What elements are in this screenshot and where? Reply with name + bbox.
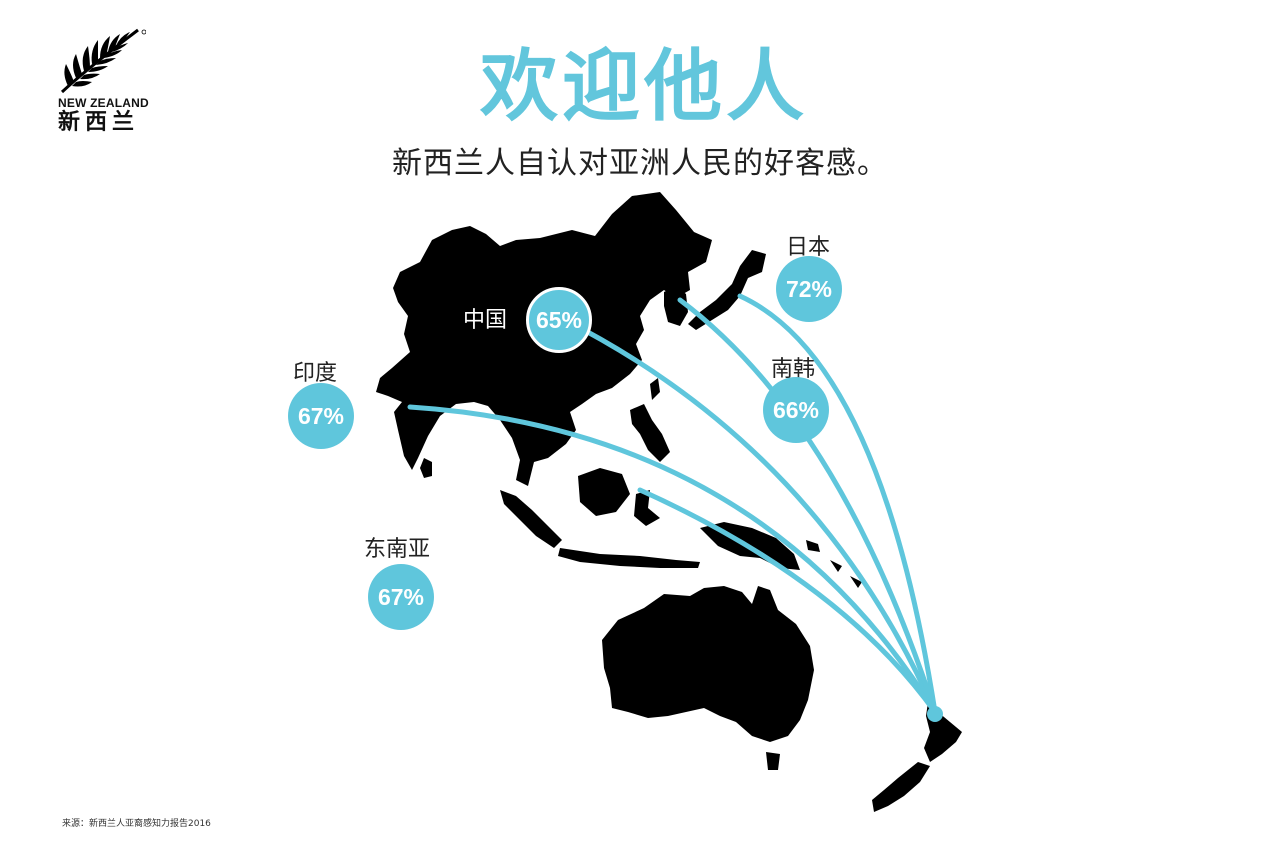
land-sri-lanka [420, 458, 432, 478]
land-islands-east [806, 540, 862, 588]
land-sumatra [500, 490, 562, 548]
bubble-southeast-asia: 67% [368, 564, 434, 630]
label-china: 中国 [463, 308, 508, 333]
page-subtitle: 新西兰人自认对亚洲人民的好客感。 [392, 146, 888, 181]
fern-icon [60, 28, 146, 94]
logo-text-en: NEW ZEALAND [58, 96, 149, 110]
arc-nz-korea [677, 297, 938, 715]
source-note: 来源：新西兰人亚裔感知力报告2016 [62, 819, 211, 829]
land-tasmania [766, 752, 780, 770]
land-philippines [630, 404, 670, 462]
arc-nz-japan [737, 293, 938, 715]
label-japan: 日本 [786, 235, 831, 260]
new-zealand-logo: NEW ZEALAND 新西兰 [58, 26, 158, 136]
bubble-japan: 72% [776, 256, 842, 322]
land-australia [602, 586, 814, 742]
land-java [558, 548, 700, 568]
label-southeast-asia: 东南亚 [364, 537, 431, 562]
bubble-korea: 66% [763, 377, 829, 443]
bubble-india: 67% [288, 383, 354, 449]
land-borneo [578, 468, 630, 516]
land-nz-south [872, 762, 930, 812]
page-title: 欢迎他人 [479, 42, 808, 132]
arc-nz-china [562, 317, 938, 715]
auckland-marker [927, 706, 943, 722]
arc-nz-india [407, 404, 938, 715]
land-japan [688, 250, 766, 330]
land-taiwan [650, 378, 660, 400]
logo-text-cn: 新西兰 [58, 110, 140, 135]
land-korea [664, 286, 688, 326]
arc-nz-sea [637, 487, 938, 715]
bubble-china: 65% [526, 287, 592, 353]
label-india: 印度 [293, 361, 338, 386]
land-sulawesi [634, 490, 660, 526]
